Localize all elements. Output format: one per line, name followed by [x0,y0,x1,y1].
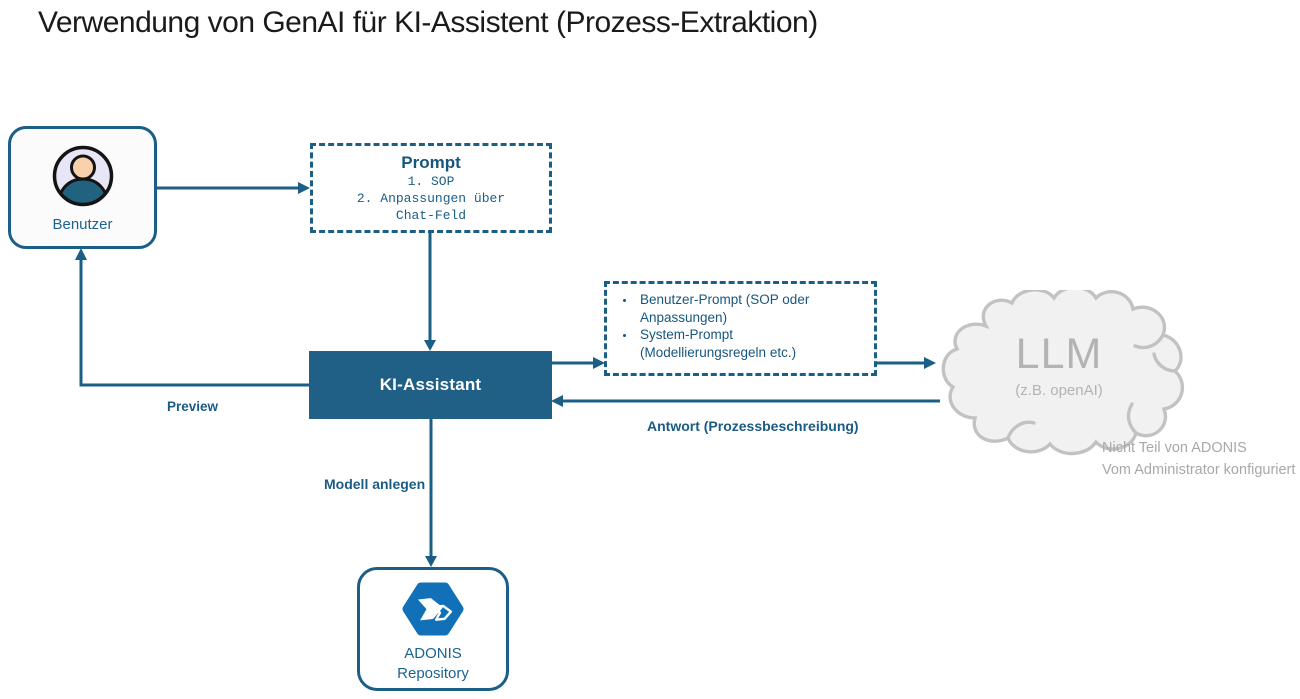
benutzer-label: Benutzer [52,216,113,233]
adonis-repository-node: ADONIS Repository [357,567,509,691]
arrow-prompt-to-ki-assistant [424,233,436,351]
adonis-hexagon-icon [400,579,466,639]
edge-label-antwort: Antwort (Prozessbeschreibung) [647,418,859,434]
ki-assistant-label: KI-Assistant [379,375,482,394]
adonis-label-line-1: ADONIS [404,645,462,662]
prompt-details-item: Benutzer-Prompt (SOP oder Anpassungen) [636,291,840,326]
arrow-benutzer-to-prompt [157,182,310,194]
llm-label: LLM [1015,330,1103,378]
llm-cloud-node: LLM (z.B. openAI) [930,290,1188,462]
prompt-details-node: Benutzer-Prompt (SOP oder Anpassungen) S… [604,281,877,376]
llm-sublabel: (z.B. openAI) [1015,382,1103,399]
benutzer-node: Benutzer [8,126,157,249]
llm-note: Nicht Teil von ADONIS Vom Administrator … [1102,438,1295,481]
arrow-llm-to-ki-assistant [551,395,940,407]
prompt-details-item: System-Prompt (Modellierungsregeln etc.) [636,326,840,361]
person-icon [49,142,117,210]
prompt-details-list: Benutzer-Prompt (SOP oder Anpassungen) S… [607,291,874,361]
llm-note-line-1: Nicht Teil von ADONIS [1102,440,1247,456]
prompt-line-3: Chat-Feld [395,208,467,223]
prompt-title: Prompt [401,153,461,172]
ki-assistant-node: KI-Assistant [309,351,552,419]
page-title: Verwendung von GenAI für KI-Assistent (P… [38,6,818,39]
prompt-node: Prompt 1. SOP 2. Anpassungen über Chat-F… [310,143,552,233]
arrow-ki-assistant-to-benutzer-preview [75,248,309,387]
arrow-ki-assistant-to-adonis [425,419,437,567]
prompt-line-2: 2. Anpassungen über [356,191,506,206]
cloud-icon [941,290,1185,456]
arrow-ki-assistant-to-prompt-details [552,357,605,369]
prompt-line-1: 1. SOP [407,174,455,189]
adonis-label-line-2: Repository [397,665,469,682]
edge-label-modell-anlegen: Modell anlegen [324,476,426,492]
arrow-prompt-details-to-llm [877,357,936,369]
edge-label-preview: Preview [167,399,219,414]
llm-note-line-2: Vom Administrator konfiguriert [1102,461,1296,478]
